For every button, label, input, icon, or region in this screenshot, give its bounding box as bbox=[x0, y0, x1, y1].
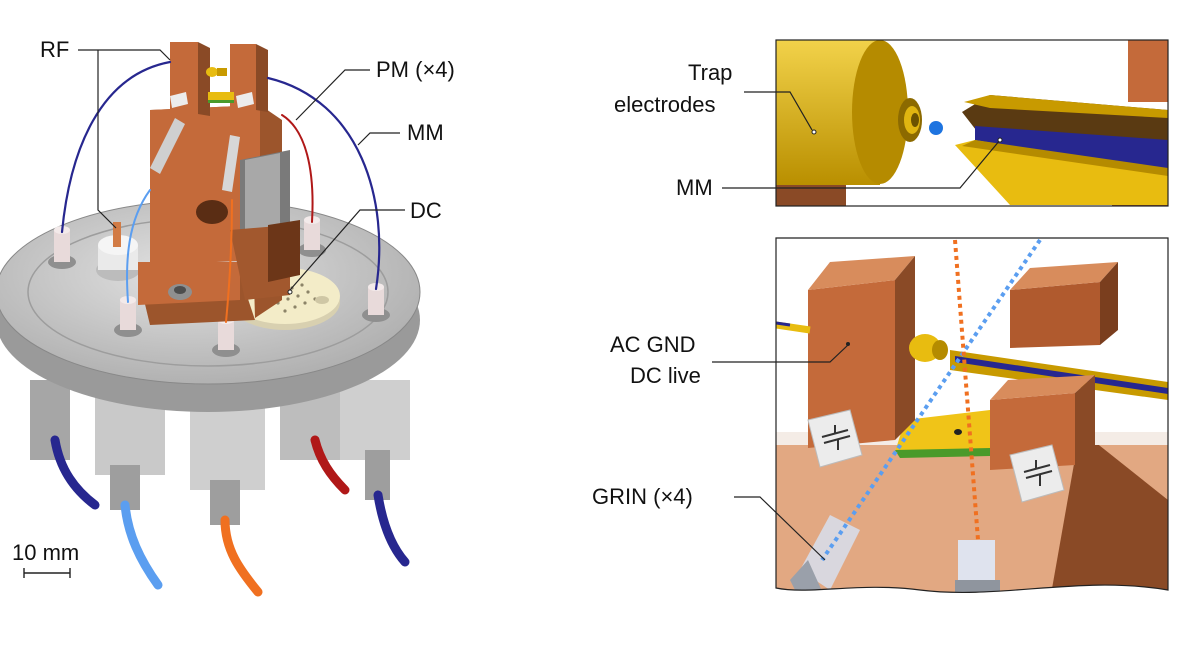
inset-bottom bbox=[775, 237, 1169, 594]
label-pm: PM (×4) bbox=[376, 57, 455, 82]
label-dc: DC bbox=[410, 198, 442, 223]
scale-label: 10 mm bbox=[12, 540, 79, 565]
copper-trap-body bbox=[138, 42, 300, 325]
grin-holders bbox=[150, 118, 240, 192]
orange-beam bbox=[953, 239, 980, 541]
inset-bottom-labels: AC GND DC live GRIN (×4) bbox=[592, 332, 850, 561]
scale-bar: 10 mm bbox=[12, 540, 79, 578]
label-trap: Trap bbox=[688, 60, 732, 85]
label-grin: GRIN (×4) bbox=[592, 484, 693, 509]
label-dclive: DC live bbox=[630, 363, 701, 388]
label-electrodes: electrodes bbox=[614, 92, 716, 117]
label-mm-inset: MM bbox=[676, 175, 713, 200]
trap-assembly bbox=[0, 42, 421, 597]
capacitor-chip-right bbox=[1009, 444, 1065, 503]
rf-feedthrough bbox=[96, 222, 140, 281]
feedthrough-cables bbox=[50, 435, 410, 597]
inset-top-labels: Trap electrodes MM bbox=[614, 60, 1003, 200]
wires bbox=[60, 60, 381, 323]
ion bbox=[929, 121, 943, 135]
label-mm-left: MM bbox=[407, 120, 444, 145]
left-labels: RF PM (×4) MM DC bbox=[40, 37, 455, 295]
label-rf: RF bbox=[40, 37, 69, 62]
label-acgnd: AC GND bbox=[610, 332, 696, 357]
inset-top bbox=[775, 39, 1169, 207]
capacitor-chip-left bbox=[807, 409, 863, 468]
blue-beam bbox=[820, 238, 1042, 562]
